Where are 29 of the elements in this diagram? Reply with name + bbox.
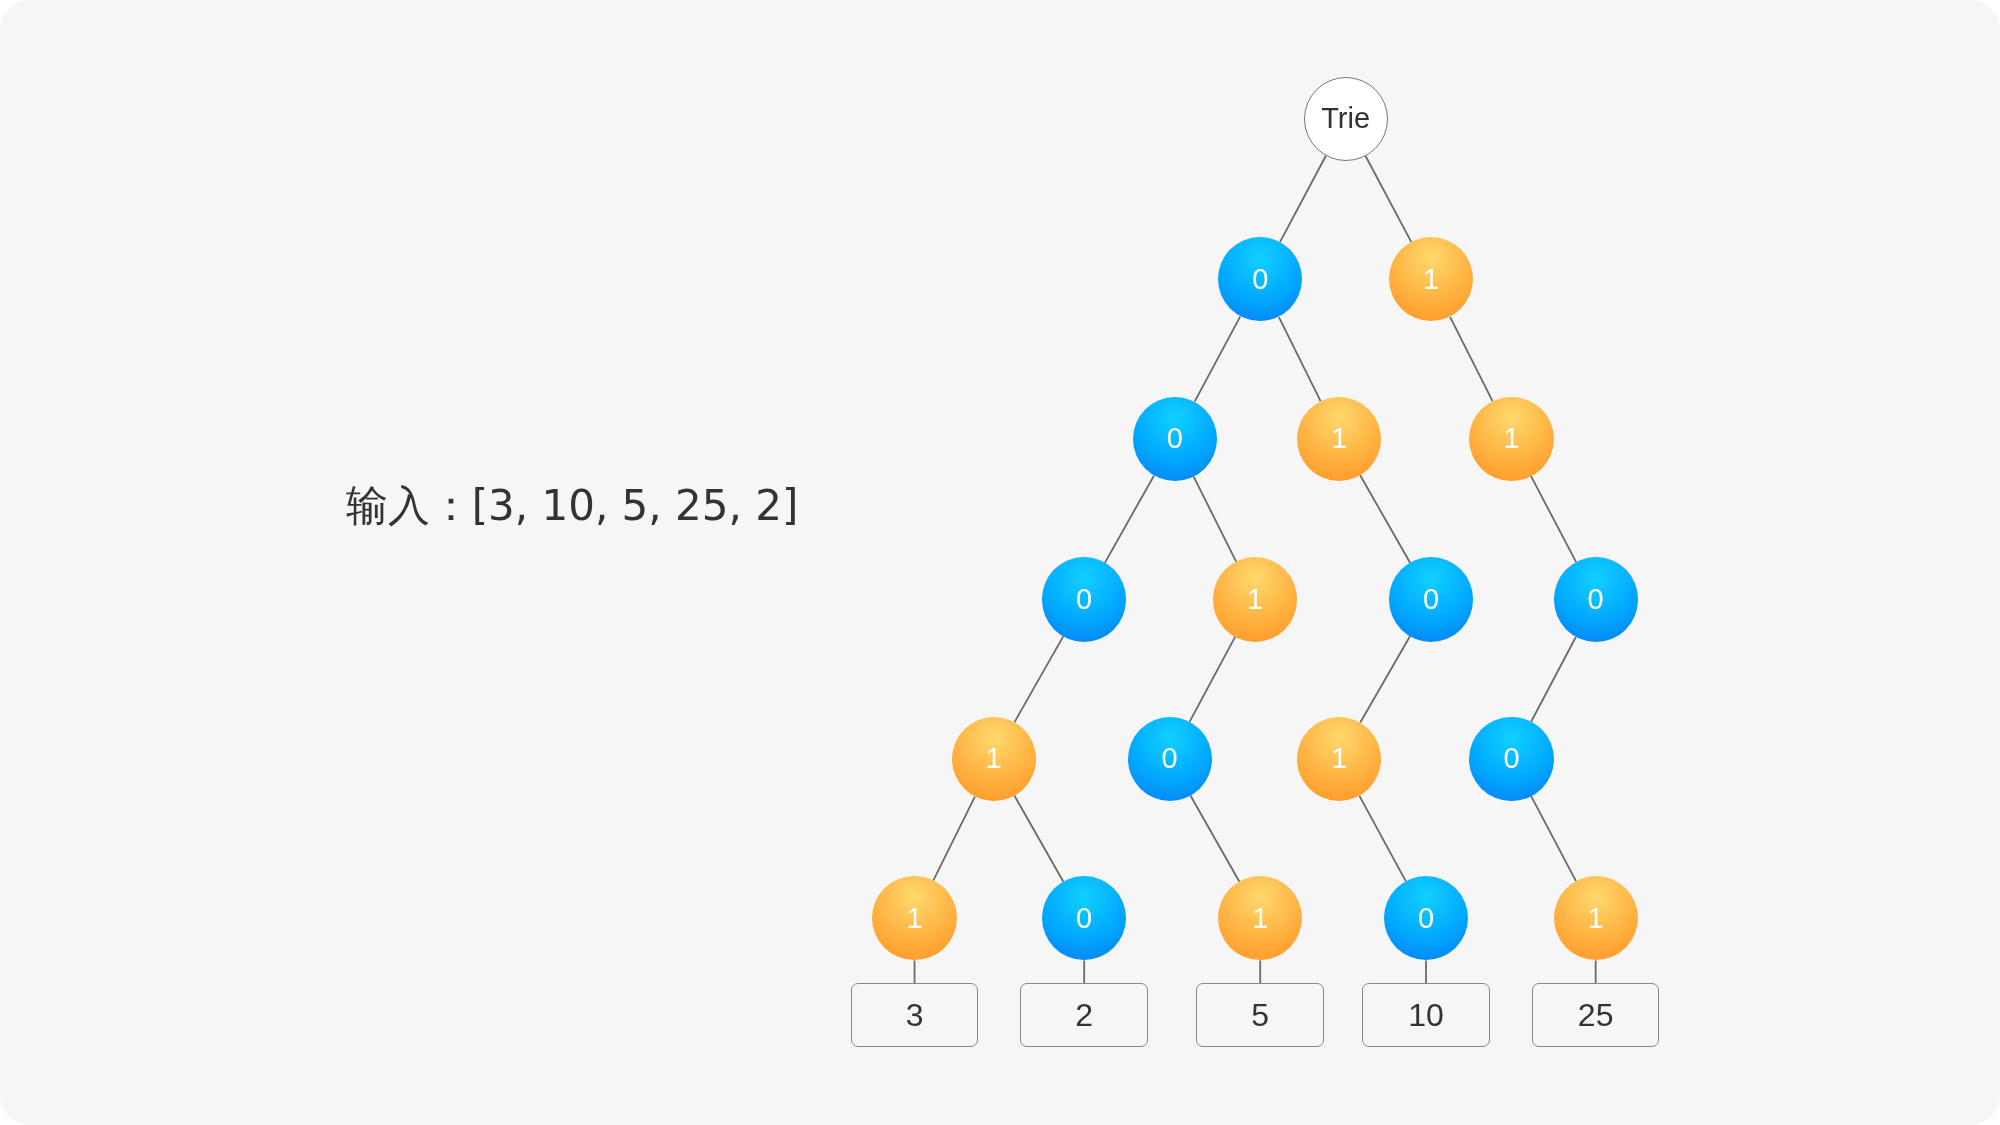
- connector-line: [1530, 795, 1577, 883]
- value-box: 25: [1531, 983, 1660, 1048]
- connector-line: [1013, 635, 1065, 724]
- connector-line: [1259, 959, 1262, 985]
- value-box: 10: [1362, 983, 1490, 1048]
- connector-line: [1188, 635, 1237, 723]
- connector-line: [913, 959, 916, 985]
- input-text: 输入：[3, 10, 5, 25, 2]: [345, 480, 799, 533]
- connector-line: [1279, 154, 1327, 244]
- connector-line: [1594, 959, 1597, 985]
- connector-line: [932, 795, 976, 882]
- value-box: 3: [850, 983, 979, 1048]
- connector-line: [1358, 795, 1407, 883]
- connector-line: [1278, 316, 1322, 402]
- connector-line: [1359, 635, 1411, 724]
- connector-line: [1530, 635, 1577, 723]
- value-box: 2: [1020, 983, 1148, 1048]
- value-box: 5: [1196, 983, 1324, 1048]
- connector-line: [1359, 474, 1412, 564]
- connector-line: [1530, 475, 1578, 564]
- connector-line: [1193, 315, 1242, 403]
- connector-line: [1083, 959, 1086, 985]
- connector-line: [1189, 794, 1241, 883]
- connector-line: [1449, 316, 1494, 403]
- connector-line: [1013, 794, 1065, 883]
- connector-line: [1425, 959, 1427, 985]
- connector-line: [1103, 474, 1155, 564]
- connector-line: [1364, 154, 1413, 244]
- connector-line: [1192, 475, 1238, 563]
